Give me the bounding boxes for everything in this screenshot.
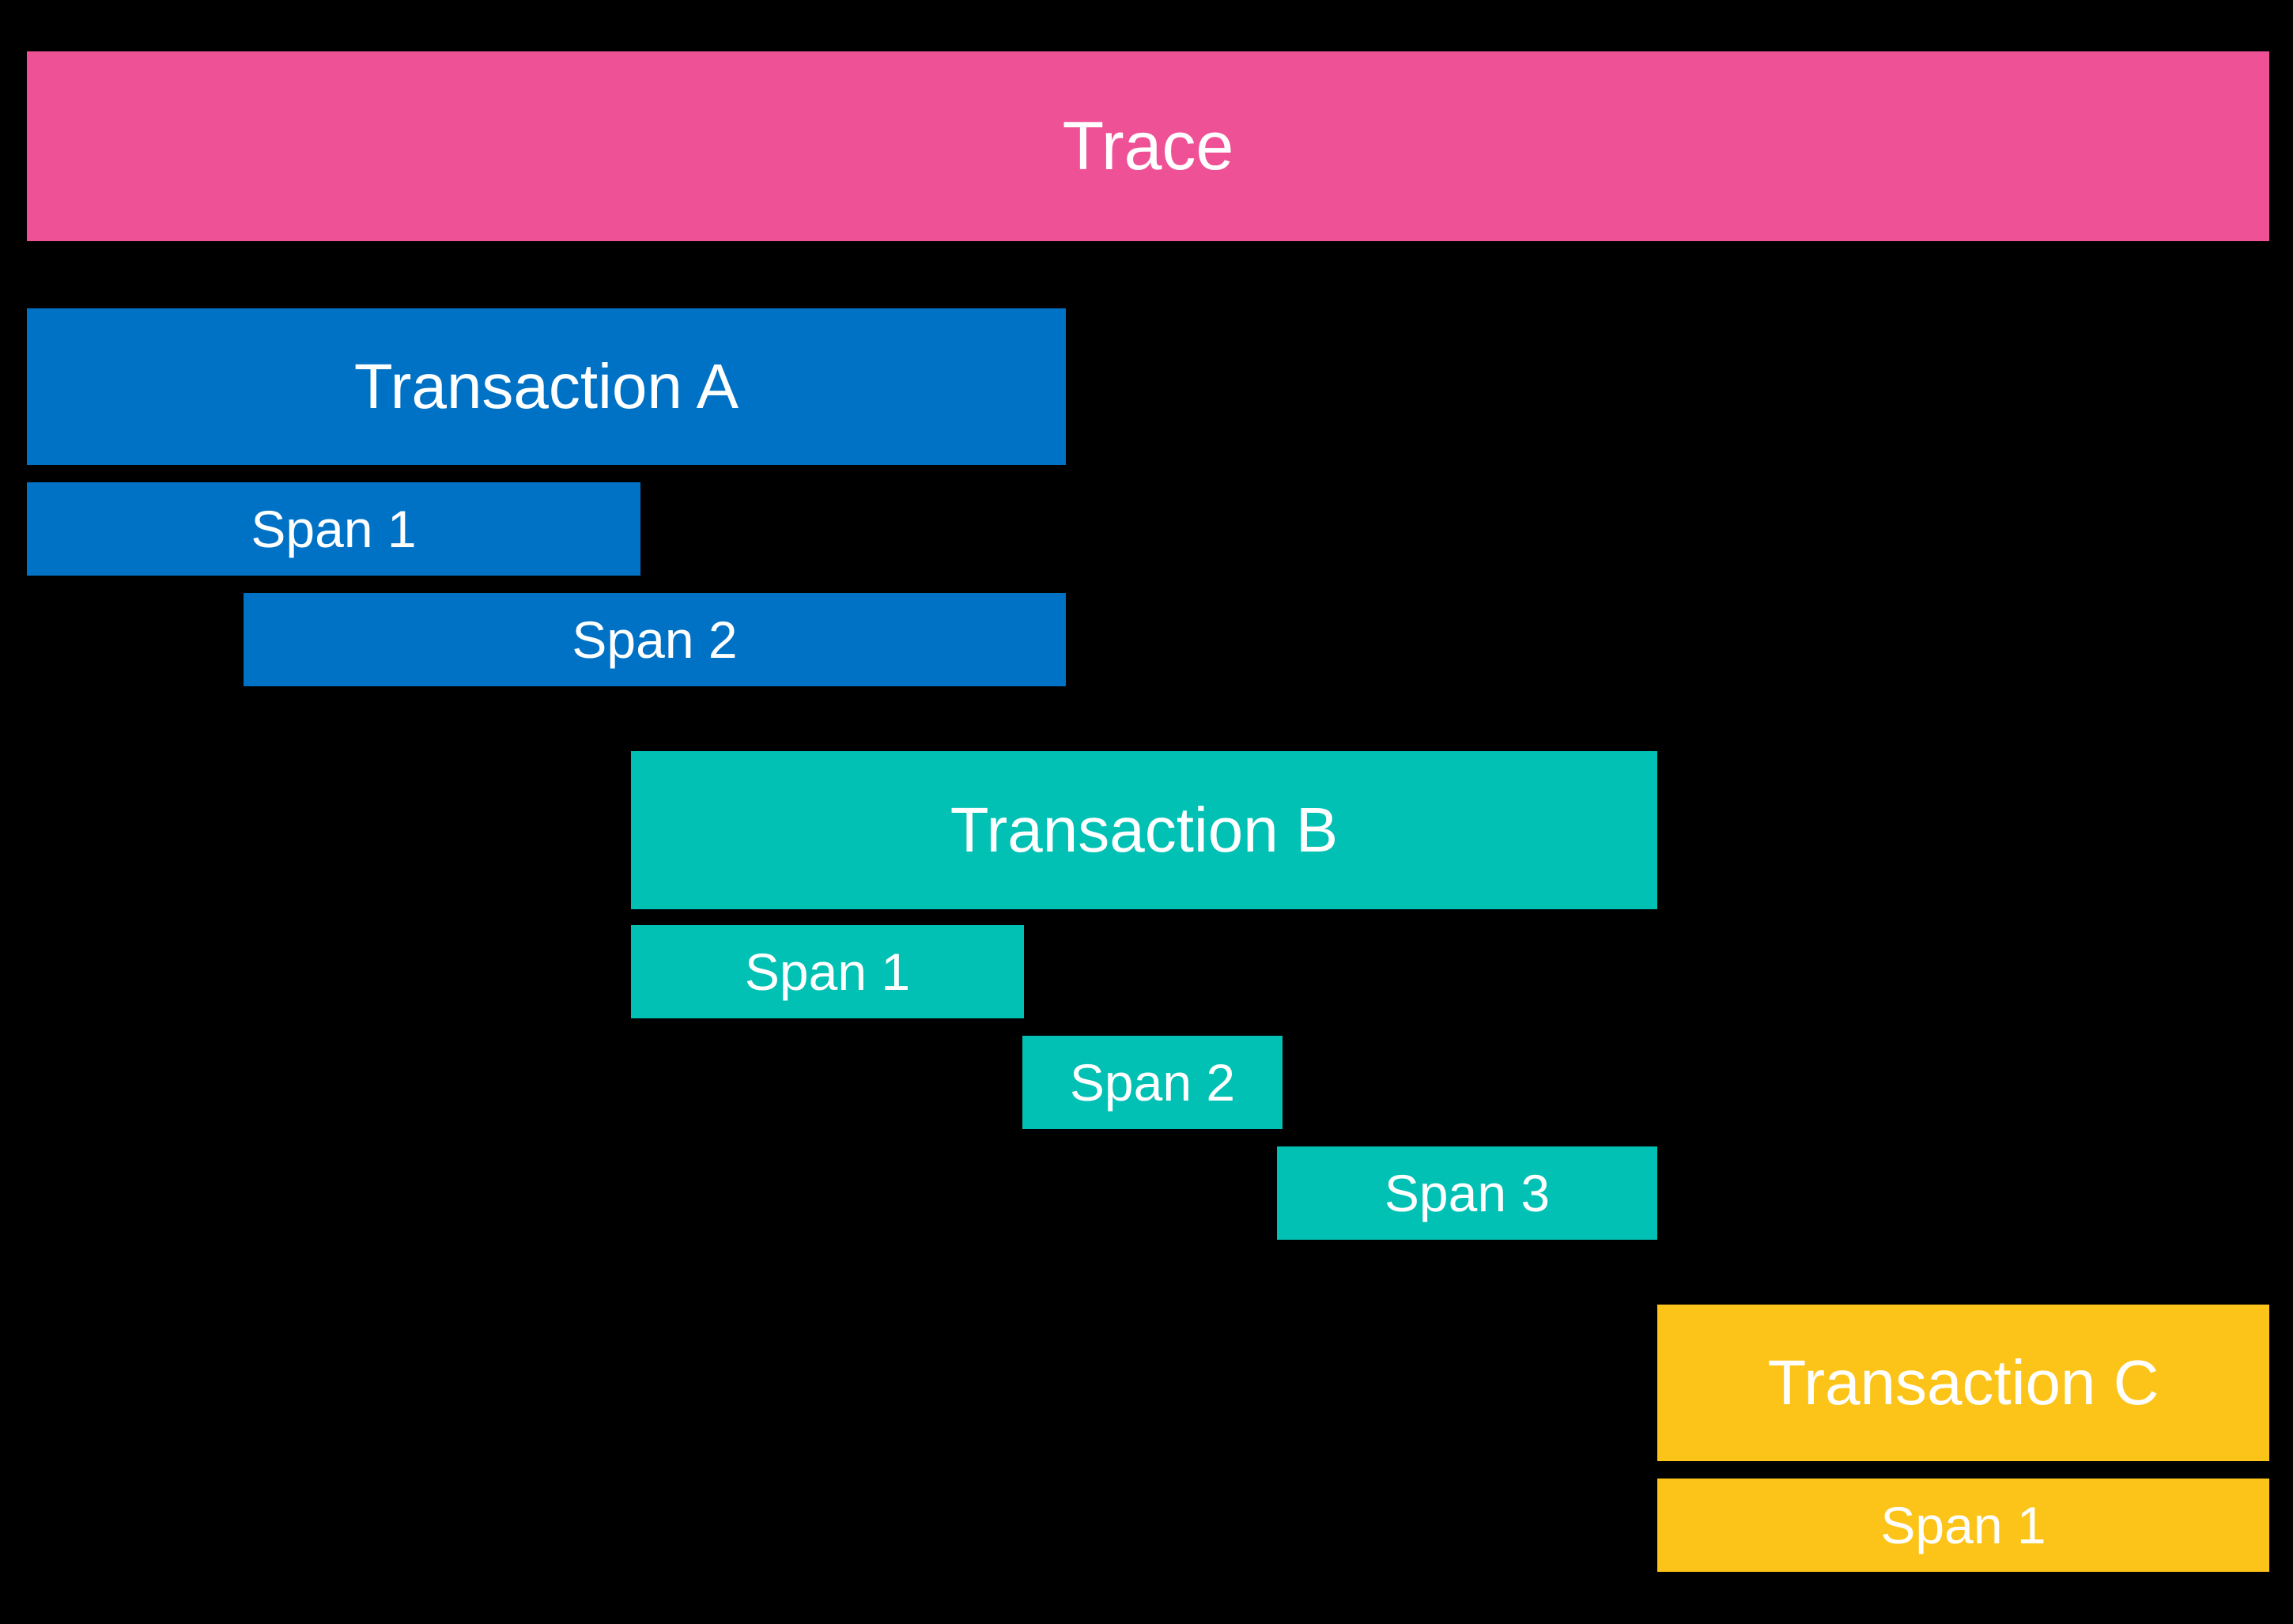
transaction-b-span-3-label: Span 3 <box>1384 1164 1551 1222</box>
transaction-b-span-3-bar[interactable]: Span 3 <box>1277 1146 1657 1240</box>
transaction-b-span-1-label: Span 1 <box>744 942 911 1001</box>
transaction-b-bar[interactable]: Transaction B <box>631 751 1657 909</box>
transaction-a-span-2-bar[interactable]: Span 2 <box>244 593 1066 686</box>
transaction-c-span-1-label: Span 1 <box>1880 1496 2046 1554</box>
transaction-c-bar[interactable]: Transaction C <box>1657 1305 2269 1461</box>
transaction-b-span-2-label: Span 2 <box>1069 1053 1236 1112</box>
transaction-a-span-1-bar[interactable]: Span 1 <box>27 482 640 576</box>
transaction-a-label: Transaction A <box>353 351 739 421</box>
transaction-b-span-1-bar[interactable]: Span 1 <box>631 925 1024 1018</box>
transaction-b-span-2-bar[interactable]: Span 2 <box>1022 1036 1282 1129</box>
transaction-c-span-1-bar[interactable]: Span 1 <box>1657 1479 2269 1572</box>
trace-bar-label: Trace <box>1062 108 1234 184</box>
transaction-a-span-1-label: Span 1 <box>251 500 417 558</box>
transaction-a-span-2-label: Span 2 <box>572 610 738 669</box>
trace-bar[interactable]: Trace <box>27 51 2269 241</box>
transaction-b-label: Transaction B <box>950 795 1339 865</box>
transaction-c-label: Transaction C <box>1767 1347 2159 1418</box>
transaction-a-bar[interactable]: Transaction A <box>27 308 1066 465</box>
